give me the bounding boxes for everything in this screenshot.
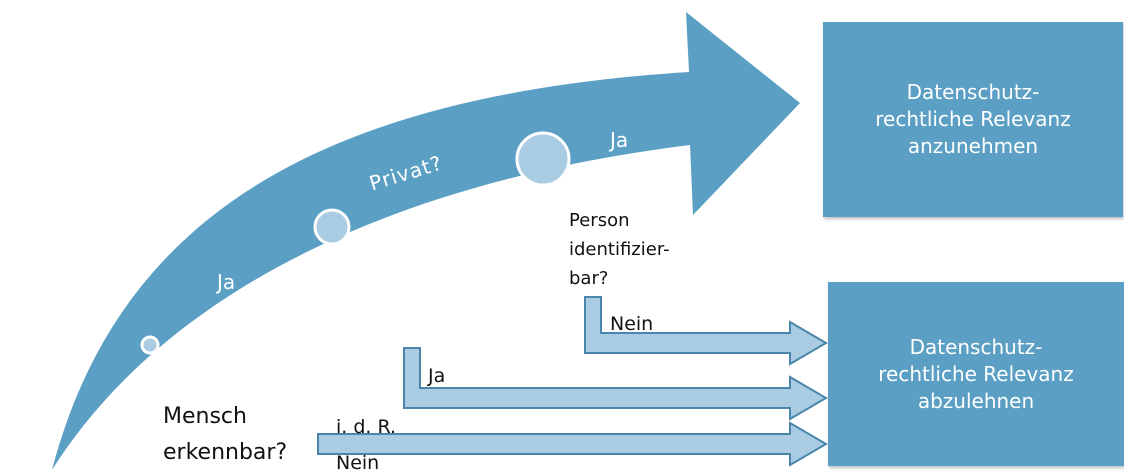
label-idr: i. d. R.: [336, 416, 397, 438]
box-bottom-line1: Datenschutz-: [909, 334, 1043, 359]
question-person-line3: bar?: [569, 268, 609, 289]
question-person-line1: Person: [569, 210, 630, 231]
milestone-circle-1: [140, 335, 160, 355]
label-ja-branch: Ja: [428, 365, 446, 387]
box-top-line1: Datenschutz-: [906, 80, 1040, 104]
question-mensch-line1: Mensch: [163, 404, 247, 429]
label-nein-bottom: Nein: [336, 452, 380, 474]
result-box-relevant: Datenschutz- rechtliche Relevanz anzuneh…: [823, 22, 1123, 217]
question-person: Person identifizier- bar?: [569, 206, 670, 293]
question-person-line2: identifizier-: [569, 239, 670, 260]
label-nein-person: Nein: [610, 313, 654, 335]
milestone-circle-2: [313, 208, 351, 246]
question-mensch-line2: erkennbar?: [163, 440, 288, 465]
branch-arrow-nein-person: [584, 296, 828, 366]
question-mensch: Mensch erkennbar?: [163, 399, 287, 471]
branch-arrow-nein-bottom: [317, 421, 828, 467]
label-ja-top: Ja: [610, 128, 629, 152]
box-bottom-line2: rechtliche Relevanz: [878, 361, 1074, 386]
main-curved-arrow: [52, 12, 800, 470]
branch-arrow-ja: [403, 347, 828, 421]
box-bottom-line3: abzulehnen: [917, 388, 1035, 413]
result-box-not-relevant: Datenschutz- rechtliche Relevanz abzuleh…: [828, 282, 1124, 466]
box-top-line3: anzunehmen: [907, 134, 1039, 158]
milestone-circle-3: [515, 131, 571, 187]
label-ja-low: Ja: [217, 270, 236, 294]
box-top-line2: rechtliche Relevanz: [875, 107, 1071, 131]
